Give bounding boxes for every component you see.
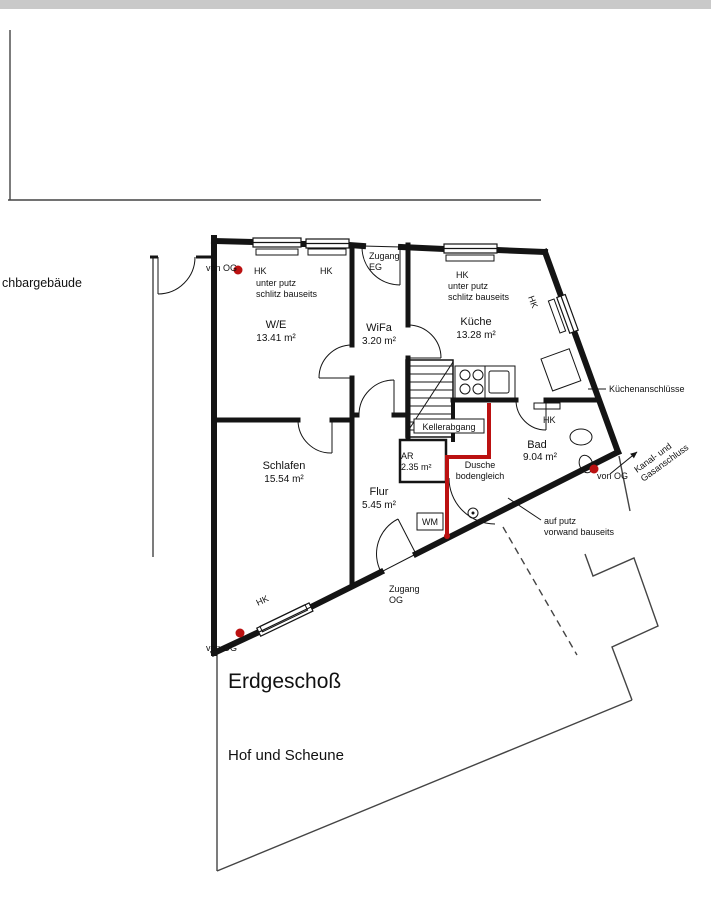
bodengleich-label: bodengleich <box>456 471 505 481</box>
hk-label: HK <box>526 294 540 309</box>
site-lines <box>8 30 659 872</box>
window-we-1 <box>252 237 302 248</box>
hk-label: HK <box>254 593 270 607</box>
red-pipes <box>233 265 599 638</box>
door-bad <box>515 399 547 431</box>
wall-top <box>210 237 549 256</box>
schlitz-bauseits-label: schlitz bauseits <box>448 292 510 302</box>
stairs-kellerabgang <box>405 359 454 438</box>
radiator-we-1 <box>255 248 299 256</box>
labels: chbargebäude von OG HK HK unter putz sch… <box>2 251 691 764</box>
door-wifa <box>358 379 395 416</box>
window-kueche <box>443 243 498 254</box>
hk-label: HK <box>456 270 469 280</box>
neighbor-door-arc <box>157 256 196 295</box>
door-thresholds <box>362 245 417 573</box>
sink-icon <box>488 370 510 394</box>
pipe-end-dot <box>444 533 450 539</box>
hk-label: HK <box>254 266 267 276</box>
stove-burner-icon <box>472 383 484 395</box>
room-name-kueche: Küche <box>460 316 491 328</box>
stove-burner-icon <box>459 369 471 381</box>
auf-putz-label: auf putz <box>544 516 577 526</box>
hk-label: HK <box>543 415 556 425</box>
kuechenanschluesse-label: Küchenanschlüsse <box>609 384 685 394</box>
riser-point-dot <box>589 464 599 474</box>
zugang-og-label: Zugang <box>389 584 420 594</box>
door-kueche <box>407 324 442 359</box>
neighbor-building-label: chbargebäude <box>2 276 82 290</box>
von-og-label-right: von OG <box>597 471 628 481</box>
door-we <box>318 344 353 379</box>
kitchen-counter <box>454 365 516 399</box>
kanal-gas-label: Kanal- und Gasanschluss <box>632 441 690 484</box>
radiators <box>255 248 567 633</box>
radiator-we-2 <box>307 248 347 256</box>
room-area-kueche: 13.28 m² <box>456 330 496 341</box>
wall-right <box>541 248 622 456</box>
zugang-eg-label-2: EG <box>369 262 382 272</box>
doors <box>297 246 547 573</box>
room-area-flur: 5.45 m² <box>362 500 397 511</box>
door-zugang-eg <box>361 246 401 286</box>
leader-lines <box>507 388 638 521</box>
riser-point-dot <box>233 265 243 275</box>
window-we-2 <box>305 238 350 249</box>
vorwand-bauseits-label: vorwand bauseits <box>544 527 615 537</box>
door-schlafen <box>297 419 333 454</box>
stove-burner-icon <box>459 383 471 395</box>
neighbor-building-wall <box>150 255 214 295</box>
windows <box>252 237 579 638</box>
shower-area <box>448 477 496 525</box>
room-area-we: 13.41 m² <box>256 333 296 344</box>
zugang-eg-label: Zugang <box>369 251 400 261</box>
room-name-ar: AR <box>401 451 414 461</box>
gas-connection-arrow <box>609 451 638 475</box>
shower-arc <box>448 477 496 525</box>
room-name-schlafen: Schlafen <box>263 460 306 472</box>
von-og-label-top: von OG <box>206 263 237 273</box>
washbasin-icon <box>569 428 593 446</box>
kellerabgang-label-box <box>413 418 485 434</box>
top-strip <box>0 0 711 9</box>
von-og-label-bottom: von OG <box>206 643 237 653</box>
room-name-bad: Bad <box>527 439 547 451</box>
room-name-wifa: WiFa <box>366 322 393 334</box>
stove-burner-icon <box>472 369 484 381</box>
room-name-we: W/E <box>266 319 287 331</box>
radiator-bad <box>533 402 561 410</box>
fridge-icon <box>540 348 582 392</box>
wall-ar-room <box>398 438 448 484</box>
fixtures <box>416 348 594 531</box>
wc-icon <box>578 454 594 474</box>
window-kueche-right <box>556 293 579 335</box>
wm-label: WM <box>422 517 438 527</box>
hk-label: HK <box>320 266 333 276</box>
riser-point-dot <box>235 628 245 638</box>
radiator-schlafen <box>259 604 309 633</box>
yard-label: Hof und Scheune <box>228 747 344 764</box>
room-area-schlafen: 15.54 m² <box>264 474 304 485</box>
radiator-kueche <box>445 254 495 262</box>
zugang-og-label-2: OG <box>389 595 403 605</box>
leader-auf-putz <box>507 497 542 521</box>
dusche-label: Dusche <box>465 460 496 470</box>
room-area-ar: 2.35 m² <box>401 462 432 472</box>
building-interior-walls <box>211 242 601 586</box>
room-area-bad: 9.04 m² <box>523 452 558 463</box>
room-area-wifa: 3.20 m² <box>362 336 397 347</box>
washing-machine <box>416 512 444 531</box>
kellerabgang-label: Kellerabgang <box>422 422 475 432</box>
floor-title: Erdgeschoß <box>228 670 341 693</box>
schlitz-bauseits-label: schlitz bauseits <box>256 289 318 299</box>
unter-putz-label: unter putz <box>448 281 489 291</box>
radiator-kueche-right <box>547 298 567 334</box>
window-schlafen <box>255 602 314 638</box>
door-zugang-og <box>376 518 417 573</box>
pipe-run <box>445 403 491 536</box>
room-name-flur: Flur <box>370 486 389 498</box>
unter-putz-label: unter putz <box>256 278 297 288</box>
